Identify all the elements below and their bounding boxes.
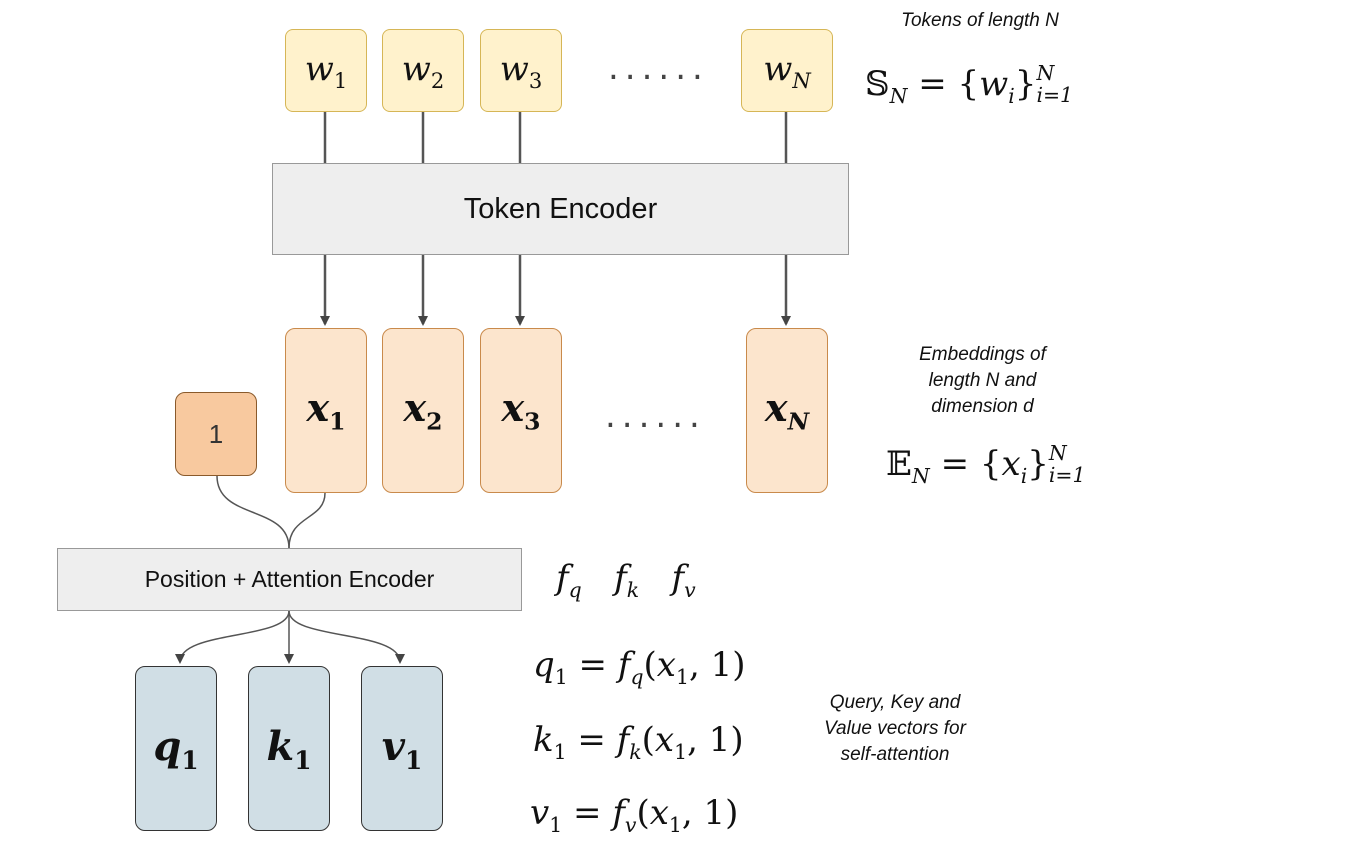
value-equation: v1 = fv(x1, 1) [530,793,739,837]
token-box-2: w2 [382,29,464,112]
embedding-box-1: x1 [285,328,367,493]
note-embeddings-line-3: dimension d [931,396,1034,417]
value-box: v1 [361,666,443,831]
embedding-ellipsis: ...... [605,396,706,436]
note-embeddings-line-1: Embeddings of [919,344,1046,365]
position-curve [216,475,290,549]
x1-curve [288,492,326,549]
note-tokens: Tokens of length N [901,10,1059,31]
note-qkv-line-3: self-attention [840,744,950,765]
query-box: q1 [135,666,217,831]
token-box-1: w1 [285,29,367,112]
embedding-box-2: x2 [382,328,464,493]
key-box: k1 [248,666,330,831]
note-embeddings-line-2: length N and [928,370,1037,391]
note-qkv-line-2: Value vectors for [824,718,966,739]
token-ellipsis: ...... [608,48,709,88]
position-attention-encoder: Position + Attention Encoder [57,548,522,611]
note-qkv: Query, Key and Value vectors for self-at… [800,690,990,768]
note-qkv-line-1: Query, Key and [829,692,961,713]
token-encoder: Token Encoder [272,163,849,255]
embedding-box-3: x3 [480,328,562,493]
q-curve [175,610,290,664]
note-embeddings: Embeddings of length N and dimension d [880,342,1085,420]
token-box-3: w3 [480,29,562,112]
query-equation: q1 = fq(x1, 1) [533,645,746,689]
position-box: 1 [175,392,257,476]
v-curve [288,610,405,664]
function-names: fq fk fv [556,558,696,602]
key-equation: k1 = fk(x1, 1) [533,720,744,764]
token-box-n: wN [741,29,833,112]
embedding-box-n: xN [746,328,828,493]
